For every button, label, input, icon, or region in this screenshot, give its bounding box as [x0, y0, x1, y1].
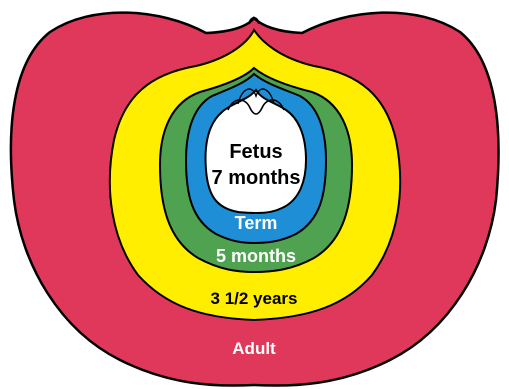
label-fetus: Fetus: [229, 141, 282, 163]
label-three-half-years: 3 1/2 years: [211, 289, 298, 308]
label-adult: Adult: [232, 339, 276, 358]
label-7-months: 7 months: [212, 167, 301, 189]
label-term: Term: [235, 213, 278, 233]
label-five-months: 5 months: [216, 246, 296, 266]
